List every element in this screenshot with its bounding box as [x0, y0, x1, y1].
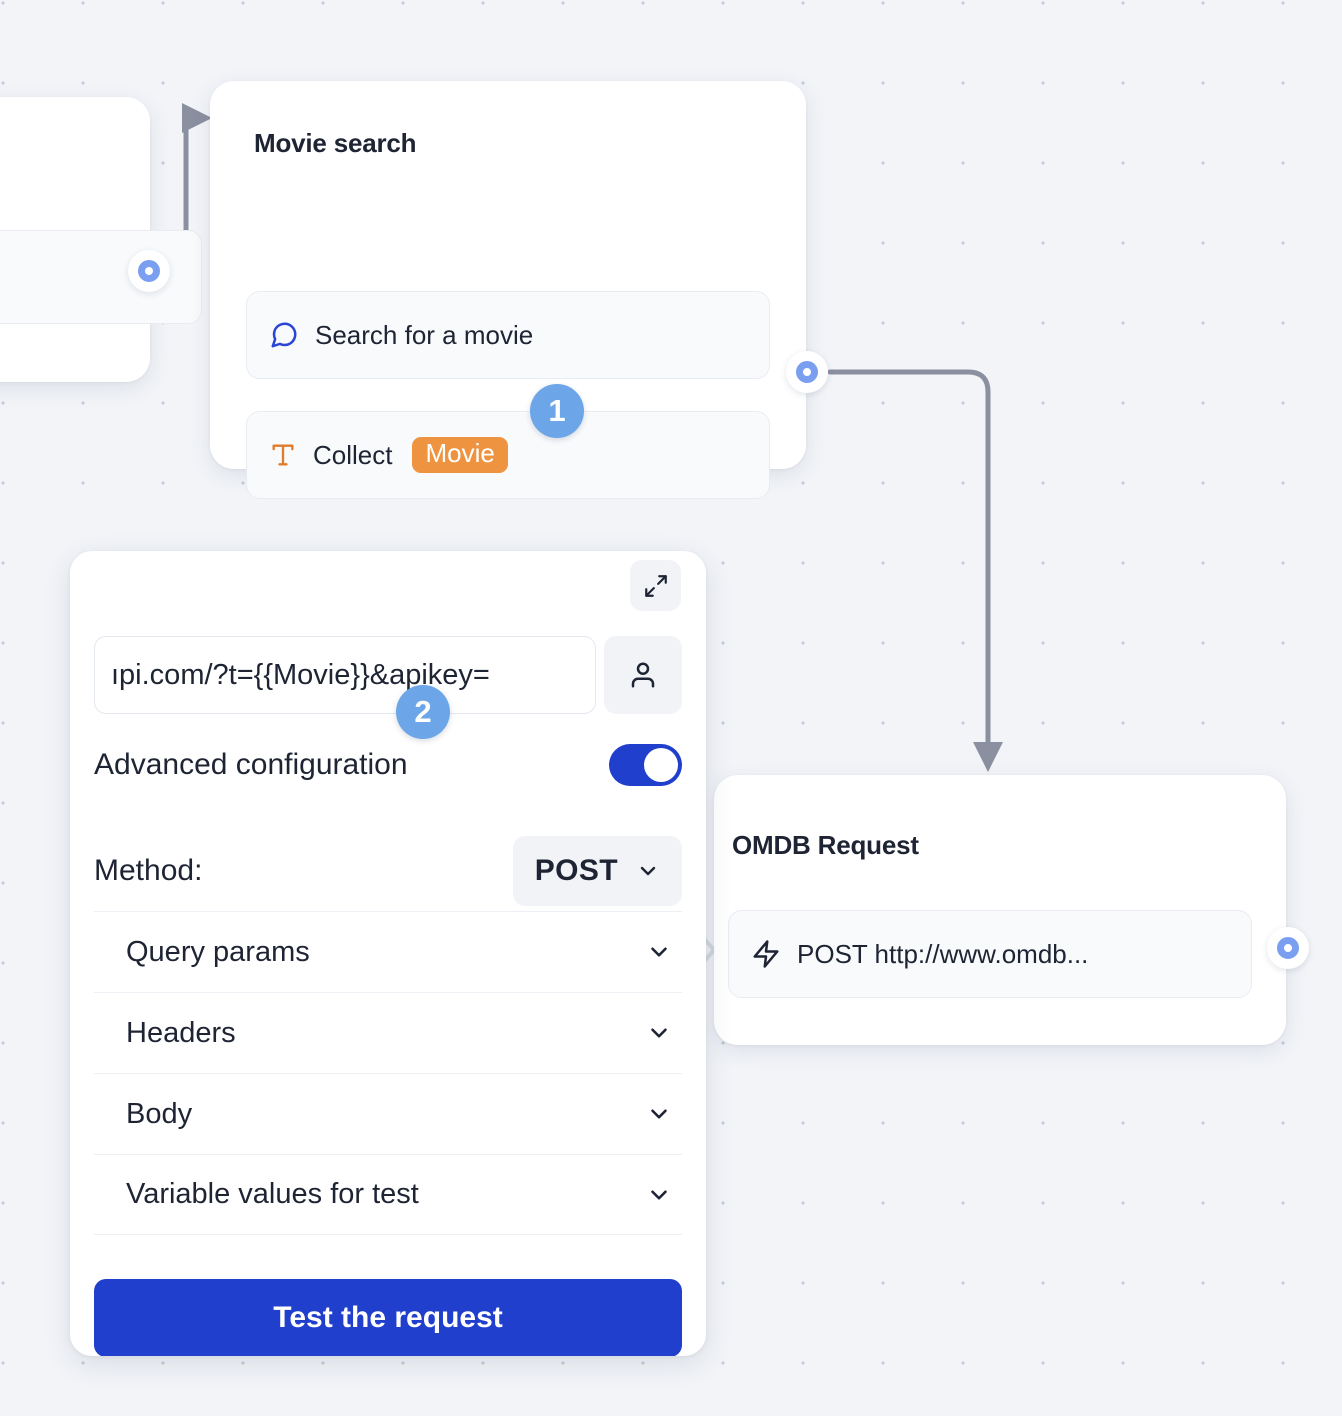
step-post-omdb-label: POST http://www.omdb...	[797, 938, 1089, 969]
chevron-down-icon	[651, 1028, 667, 1038]
chevron-down-icon	[651, 1109, 667, 1119]
step-collect-label: Collect	[313, 439, 393, 470]
accordion-item-headers[interactable]: Headers	[94, 992, 682, 1073]
accordion-item-variable-values-for-test[interactable]: Variable values for test	[94, 1154, 682, 1235]
url-row	[94, 636, 682, 714]
step-collect-movie[interactable]: Collect Movie	[246, 411, 770, 499]
method-value: POST	[534, 854, 618, 887]
advanced-configuration-toggle[interactable]	[609, 744, 682, 786]
person-icon	[631, 662, 655, 688]
port-left-node-output[interactable]	[128, 250, 170, 292]
accordion-label-variable-values-for-test: Variable values for test	[126, 1178, 419, 1210]
request-url-input[interactable]	[94, 636, 596, 714]
node-omdb-request-title: OMDB Request	[732, 830, 919, 860]
expand-icon-button[interactable]	[630, 560, 681, 611]
step-search-label: Search for a movie	[315, 319, 534, 350]
auth-person-button[interactable]	[604, 636, 682, 714]
step-search-for-a-movie[interactable]: Search for a movie	[246, 291, 770, 379]
chevron-down-icon	[640, 866, 656, 876]
port-movie-search-output[interactable]	[786, 351, 828, 393]
accordion-label-query-params: Query params	[126, 935, 310, 968]
lightning-bolt-icon	[751, 939, 781, 969]
step-post-omdb[interactable]: POST http://www.omdb...	[728, 910, 1252, 998]
test-the-request-button[interactable]: Test the request	[94, 1279, 682, 1356]
step-badge-2: 2	[396, 685, 450, 739]
method-select[interactable]: POST	[512, 836, 682, 906]
port-omdb-request-output[interactable]	[1267, 927, 1309, 969]
node-partial-step[interactable]	[0, 230, 202, 324]
chevron-down-icon	[651, 1189, 667, 1200]
text-type-icon	[269, 441, 297, 469]
request-config-panel[interactable]: Advanced configuration Method: POST Quer…	[70, 551, 706, 1356]
variable-chip-movie[interactable]: Movie	[412, 436, 508, 474]
accordion-label-body: Body	[126, 1097, 193, 1130]
node-movie-search-title: Movie search	[254, 128, 417, 158]
request-accordion: Query params Headers Body Variable value…	[94, 911, 682, 1235]
advanced-configuration-label: Advanced configuration	[94, 748, 408, 781]
message-bubble-icon	[269, 320, 299, 350]
step-badge-1: 1	[530, 384, 584, 438]
accordion-item-body[interactable]: Body	[94, 1073, 682, 1154]
method-label: Method:	[94, 854, 203, 887]
expand-icon	[644, 574, 667, 597]
method-row: Method: POST	[94, 836, 682, 906]
node-partial-left[interactable]	[0, 97, 202, 382]
advanced-configuration-row: Advanced configuration	[94, 744, 682, 786]
node-omdb-request[interactable]: OMDB Request POST http://www.omdb...	[714, 775, 1286, 1045]
accordion-label-headers: Headers	[126, 1016, 236, 1049]
edge-movie-search-to-omdb	[827, 369, 1003, 772]
node-movie-search[interactable]: Movie search Search for a movie Collect …	[210, 81, 806, 499]
chevron-down-icon	[651, 947, 667, 957]
accordion-item-query-params[interactable]: Query params	[94, 911, 682, 992]
